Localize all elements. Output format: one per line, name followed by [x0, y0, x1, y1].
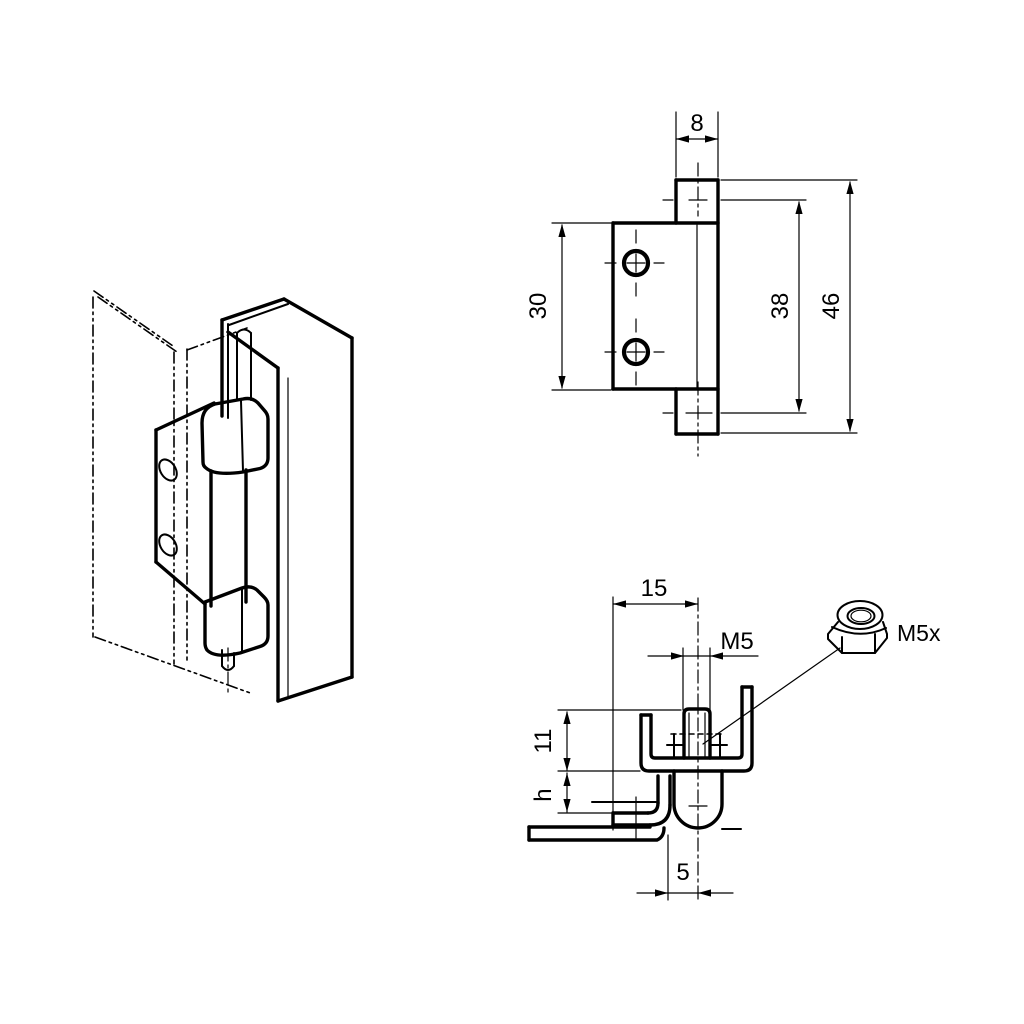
front-holes — [604, 229, 665, 386]
threaded-stud-iso — [236, 328, 252, 401]
lock-nut-icon — [827, 600, 888, 654]
pivot-barrel-section — [672, 769, 742, 830]
lock-nut-section — [666, 733, 728, 758]
dim-5-text: 5 — [676, 859, 689, 886]
frame-c-profile — [220, 297, 354, 703]
dim-11: 11 — [530, 709, 682, 772]
dim-46-text: 46 — [818, 293, 845, 320]
panel-section — [527, 825, 666, 842]
hinge-pin-barrel-iso — [209, 468, 248, 608]
dim-11-text: 11 — [530, 729, 557, 754]
dim-38: 38 — [720, 199, 807, 414]
front-view: 8 30 38 46 — [525, 110, 858, 457]
dim-46: 46 — [720, 179, 858, 434]
bottom-knuckle — [203, 585, 270, 693]
dim-h-text: h — [530, 788, 557, 801]
dim-5: 5 — [636, 834, 734, 901]
dim-8: 8 — [675, 110, 719, 178]
leader-line — [702, 647, 841, 745]
dim-h: h — [530, 772, 612, 814]
hinge-leaf-iso — [154, 401, 216, 606]
dim-30-text: 30 — [525, 293, 552, 320]
threaded-stud-section — [682, 707, 712, 760]
leaf-hole-bottom — [158, 533, 178, 557]
phantom-door-panel — [92, 290, 254, 695]
dim-15: 15 — [612, 575, 699, 831]
dim-30: 30 — [525, 222, 612, 391]
section-view: 15 M5 11 h — [527, 575, 941, 901]
lock-nut-callout: M5x — [702, 600, 941, 745]
dim-38-text: 38 — [767, 293, 794, 320]
frame-channel-section — [639, 685, 754, 773]
dim-8-text: 8 — [690, 110, 703, 137]
dim-m5-text: M5 — [720, 628, 753, 655]
front-centerlines — [662, 162, 713, 457]
nut-label: M5x — [897, 620, 941, 646]
leaf-hole-top — [158, 458, 178, 482]
hole-top — [621, 248, 651, 278]
dim-m5: M5 — [647, 628, 759, 727]
top-knuckle — [200, 396, 270, 476]
isometric-view — [92, 290, 354, 703]
hole-bottom — [621, 337, 651, 367]
front-outline — [611, 178, 720, 436]
dim-15-text: 15 — [641, 575, 668, 602]
